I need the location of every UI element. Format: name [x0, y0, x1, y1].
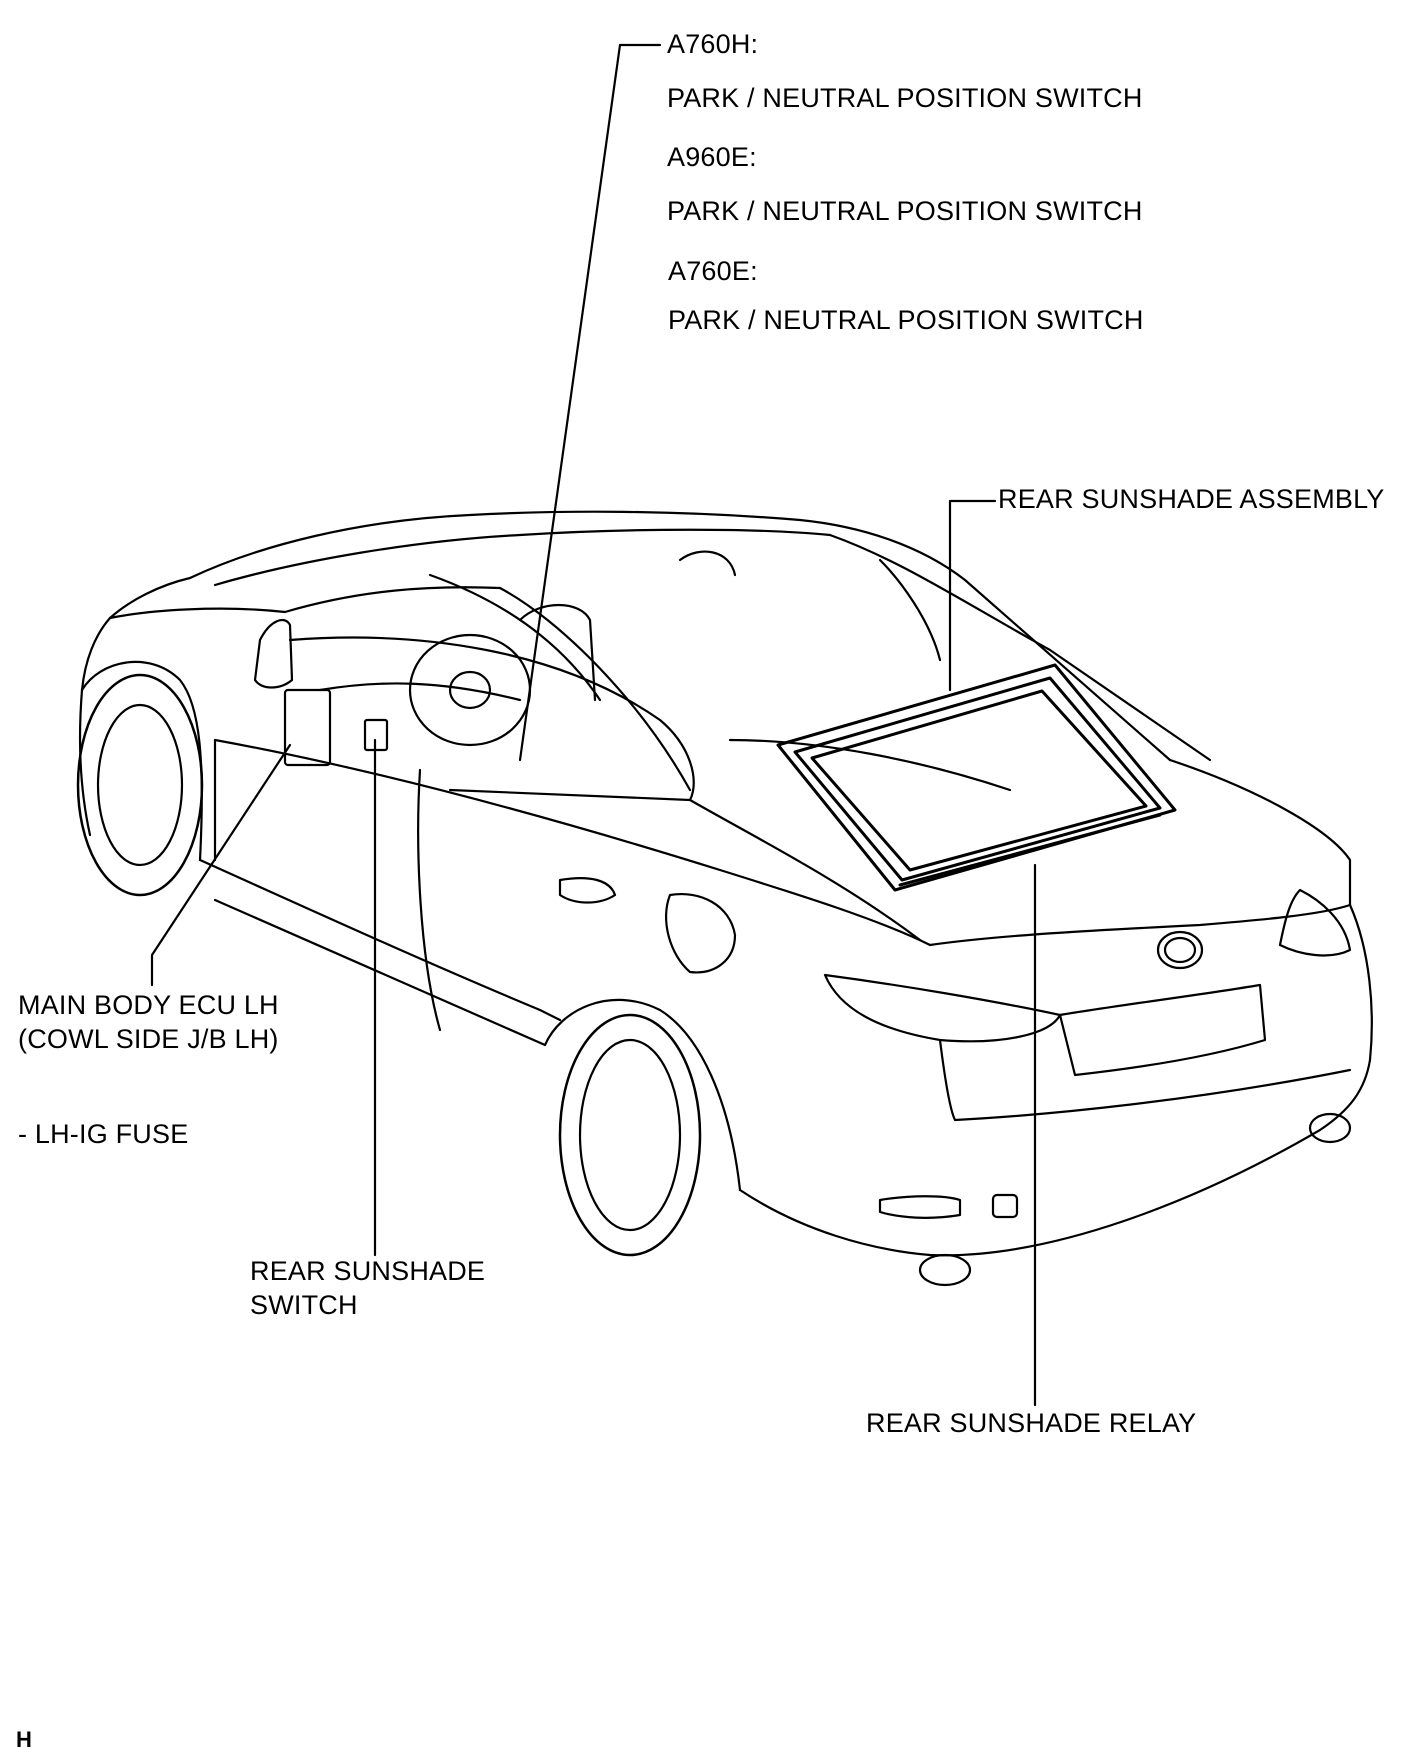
- rear-sunshade-switch-label-line2: SWITCH: [250, 1290, 358, 1320]
- rear-sunshade-switch-label-line1: REAR SUNSHADE: [250, 1256, 486, 1286]
- leader-lines: [150, 43, 1037, 1407]
- a760h-label: A760H:: [667, 29, 759, 59]
- car-body-outline: [76, 510, 1373, 1287]
- main-body-ecu-label-line2: (COWL SIDE J/B LH): [18, 1024, 279, 1054]
- corner-code: H: [16, 1727, 32, 1752]
- park-neutral-switch-label-2: PARK / NEUTRAL POSITION SWITCH: [667, 196, 1143, 226]
- rear-sunshade-relay-label: REAR SUNSHADE RELAY: [866, 1408, 1197, 1438]
- rear-sunshade-frame: [776, 663, 1177, 892]
- park-neutral-switch-label-3: PARK / NEUTRAL POSITION SWITCH: [668, 305, 1144, 335]
- rear-sunshade-assembly-label: REAR SUNSHADE ASSEMBLY: [998, 484, 1385, 514]
- park-neutral-switch-label-1: PARK / NEUTRAL POSITION SWITCH: [667, 83, 1143, 113]
- main-body-ecu-label-line1: MAIN BODY ECU LH: [18, 990, 279, 1020]
- a760e-label: A760E:: [668, 256, 758, 286]
- lh-ig-fuse-label: - LH-IG FUSE: [18, 1119, 189, 1149]
- a960e-label: A960E:: [667, 142, 757, 172]
